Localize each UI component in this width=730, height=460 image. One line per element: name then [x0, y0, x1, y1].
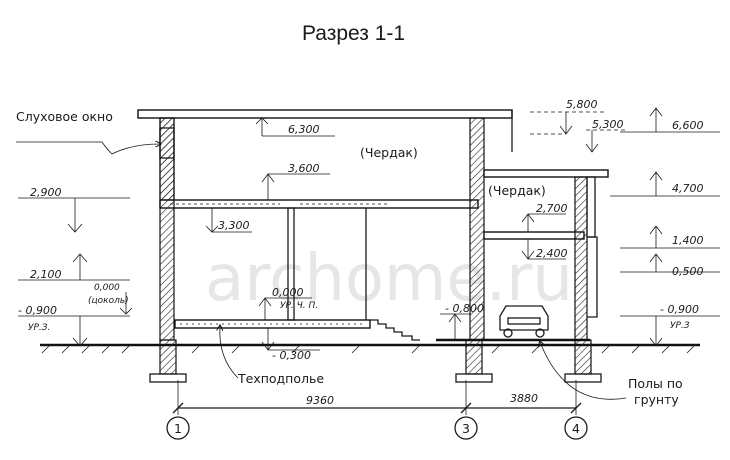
svg-text:- 0,300: - 0,300: [272, 349, 311, 362]
svg-text:Слуховое окно: Слуховое окно: [16, 109, 113, 124]
svg-text:5,300: 5,300: [592, 118, 624, 131]
interior-partition: [287, 207, 295, 321]
attic-main-label: (Чердак): [360, 145, 418, 160]
ground-line: [40, 343, 700, 354]
svg-text:2,900: 2,900: [30, 186, 62, 199]
axis-1: 1: [166, 380, 190, 440]
attic-left-wall: [159, 117, 175, 201]
svg-text:УР.З: УР.З: [670, 321, 690, 331]
garage-roof-slab: [483, 169, 609, 178]
svg-text:6,600: 6,600: [672, 119, 704, 132]
svg-text:4,700: 4,700: [672, 182, 704, 195]
svg-text:2,100: 2,100: [30, 268, 62, 281]
ground-floors-label-2: грунту: [634, 392, 679, 407]
dormer-callout: Слуховое окно: [16, 109, 160, 155]
garage-attic-slab: [483, 231, 585, 240]
svg-text:УР.З.: УР.З.: [28, 323, 50, 333]
svg-text:(цоколь): (цоколь): [88, 296, 129, 306]
svg-text:УР. Ч. П.: УР. Ч. П.: [280, 301, 318, 311]
ground-floors-label-1: Полы по: [628, 376, 683, 391]
watermark-text: archome.ru: [205, 242, 573, 316]
dim-3880: 3880: [510, 392, 538, 405]
svg-text:1,400: 1,400: [672, 234, 704, 247]
svg-text:2,400: 2,400: [536, 247, 568, 260]
dimension-line: 9360 3880: [172, 392, 582, 414]
ground-floor-slab: [174, 319, 371, 329]
dim-9360: 9360: [306, 394, 334, 407]
left-level-marks: 2,900 2,100 - 0,900 УР.З.: [18, 186, 130, 347]
right-level-marks: 6,600 4,700 1,400 0,500 - 0,900 УР.З: [610, 107, 720, 347]
svg-text:3,300: 3,300: [218, 219, 250, 232]
foundations: [149, 339, 602, 383]
svg-text:0,000: 0,000: [94, 283, 120, 293]
drawing-title: Разрез 1-1: [302, 22, 405, 45]
svg-text:- 0,900: - 0,900: [660, 303, 699, 316]
crawlspace-label: Техподполье: [237, 371, 324, 386]
svg-text:- 0,800: - 0,800: [445, 302, 484, 315]
stairs: [370, 319, 420, 341]
svg-text:5,800: 5,800: [566, 98, 598, 111]
car-icon: [499, 305, 549, 338]
svg-text:3: 3: [462, 421, 470, 436]
main-roof-slab: [137, 109, 513, 119]
garage-right-wall: [574, 176, 588, 341]
svg-text:3,600: 3,600: [288, 162, 320, 175]
axis-3: 3: [454, 380, 478, 440]
attic-garage-label: (Чердак): [488, 183, 546, 198]
svg-text:- 0,900: - 0,900: [18, 304, 57, 317]
svg-text:4: 4: [572, 421, 580, 436]
svg-text:0,500: 0,500: [672, 265, 704, 278]
axis-4: 4: [564, 380, 588, 440]
svg-text:1: 1: [174, 421, 182, 436]
svg-text:6,300: 6,300: [288, 123, 320, 136]
interior-level-marks: 6,300 3,600 3,300 0,000 УР. Ч. П. - 0,30…: [205, 117, 568, 362]
svg-text:0,000: 0,000: [272, 286, 304, 299]
plinth-mark: 0,000 (цоколь): [88, 283, 133, 315]
svg-text:2,700: 2,700: [536, 202, 568, 215]
upper-right-marks: 5,800 5,300: [530, 98, 626, 153]
